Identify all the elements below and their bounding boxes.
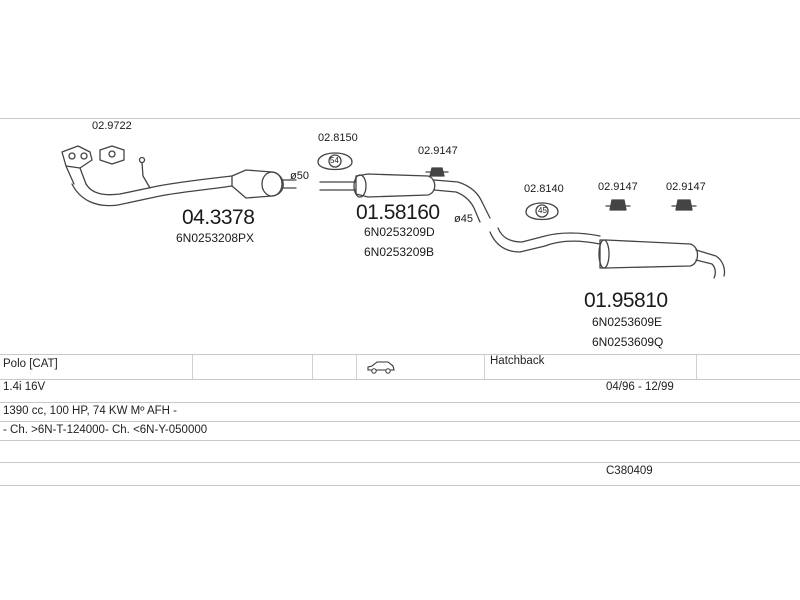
column-divider [696,355,697,379]
table-row-model: Polo [CAT] Hatchback [0,354,800,380]
rear-silencer-oem-1: 6N0253609E [592,315,663,329]
rear-hanger-2-icon [671,199,697,211]
exhaust-diagram [61,145,726,279]
rear-silencer-oem-2: 6N0253609Q [592,335,664,349]
rear-hanger-1-icon [605,199,631,211]
vehicle-period: 04/96 - 12/99 [606,381,674,393]
vehicle-model: Polo [CAT] [3,358,58,370]
gasket-front-size: 54 [330,156,339,165]
middle-silencer-part-number: 01.58160 [356,201,440,224]
front-clamp-icon [99,145,125,165]
catalog-code: C380409 [606,465,653,477]
front-pipe [71,156,233,207]
table-row-engine: 1.4i 16V 04/96 - 12/99 [0,378,800,403]
rear-gasket-icon [525,202,559,221]
middle-silencer-oem-2: 6N0253209B [364,245,435,259]
table-row-blank [0,440,800,463]
hanger-rear-1-label: 02.9147 [598,181,638,193]
rear-pipe [489,227,726,279]
table-row-code: C380409 [0,462,800,486]
gasket-rear-size: 45 [538,206,547,215]
column-divider [312,355,313,379]
middle-hanger-icon [425,167,449,177]
front-diameter-label: ø50 [290,170,309,182]
table-row-chassis: - Ch. >6N-T-124000- Ch. <6N-Y-050000 [0,421,800,441]
column-divider [484,355,485,379]
middle-pipe [319,173,491,223]
vehicle-chassis: - Ch. >6N-T-124000- Ch. <6N-Y-050000 [3,424,208,436]
table-row-specs: 1390 cc, 100 HP, 74 KW Mº AFH - [0,402,800,422]
hanger-mid-label: 02.9147 [418,145,458,157]
column-divider [192,355,193,379]
car-body-icon [366,355,396,379]
column-divider [356,355,357,379]
hanger-rear-2-label: 02.9147 [666,181,706,193]
middle-silencer-oem-1: 6N0253209D [364,225,435,239]
front-pipe-part-number: 04.3378 [182,206,255,229]
gasket-rear-label: 02.8140 [524,183,564,195]
front-pipe-oem-number: 6N0253208PX [176,231,255,245]
manifold-flange [61,145,93,185]
gasket-front-label: 02.8150 [318,132,358,144]
catalyst-body [231,169,297,199]
front-gasket-icon [317,152,353,171]
vehicle-specs: 1390 cc, 100 HP, 74 KW Mº AFH - [3,405,178,417]
middle-diameter-label: ø45 [454,213,473,225]
vehicle-body-type: Hatchback [490,355,545,367]
top-border [0,118,800,119]
clamp-front-label: 02.9722 [92,120,132,132]
vehicle-engine: 1.4i 16V [3,381,46,393]
rear-silencer-part-number: 01.95810 [584,289,668,312]
